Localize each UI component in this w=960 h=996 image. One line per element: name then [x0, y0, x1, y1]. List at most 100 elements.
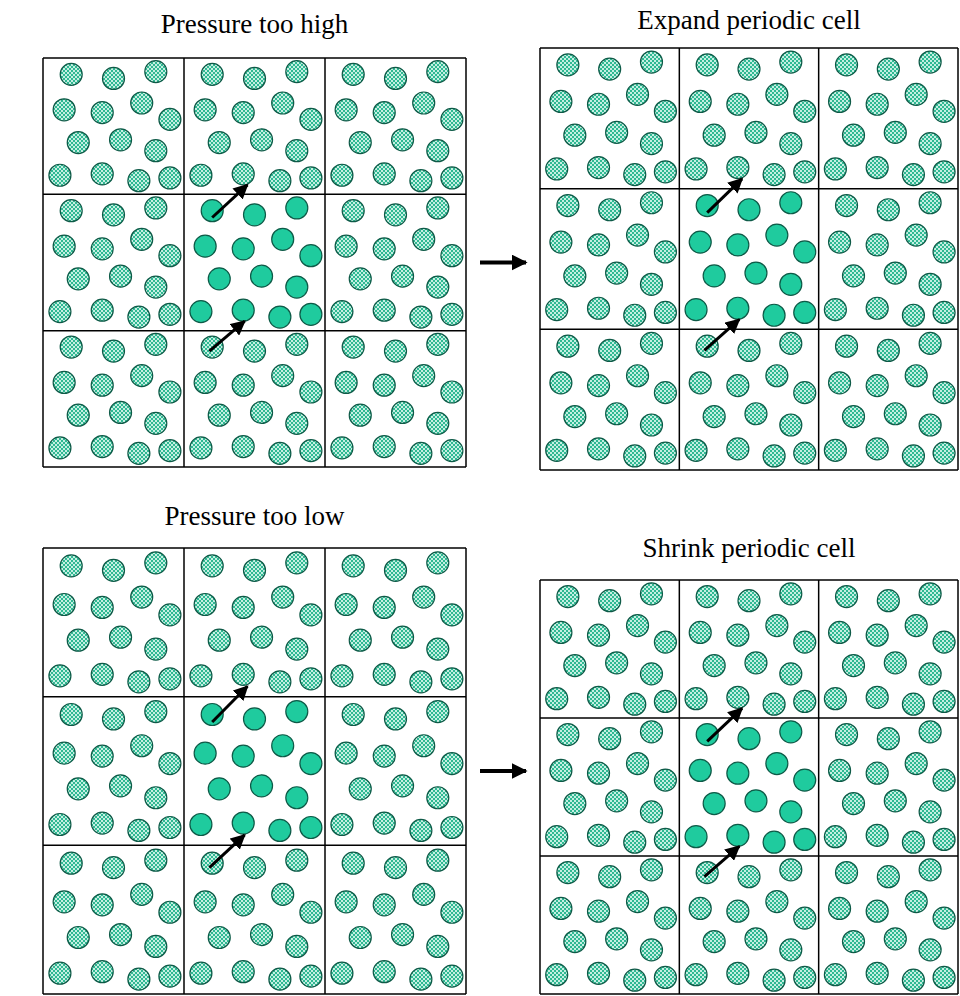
image-atom	[919, 273, 941, 295]
image-atom	[300, 965, 322, 987]
image-atom	[91, 894, 113, 916]
image-atom	[766, 891, 788, 913]
atom	[794, 241, 816, 263]
panel-title: Pressure too low	[43, 500, 466, 532]
image-atom	[145, 638, 167, 660]
image-atom	[159, 440, 181, 462]
image-atom	[836, 54, 858, 76]
atom	[794, 301, 816, 323]
cell-boundary	[679, 48, 681, 470]
image-atom	[919, 583, 941, 605]
cell-boundary	[324, 58, 326, 467]
image-atom	[550, 231, 572, 253]
image-atom	[349, 629, 371, 651]
image-atom	[843, 124, 865, 146]
periodic-grid	[43, 548, 466, 994]
image-atom	[654, 690, 676, 712]
atom	[300, 303, 322, 325]
image-atom	[103, 708, 125, 730]
image-atom	[159, 753, 181, 775]
image-atom	[342, 336, 364, 358]
image-atom	[696, 586, 718, 608]
image-atom	[933, 828, 955, 850]
image-atom	[385, 559, 407, 581]
image-atom	[624, 164, 646, 186]
image-atom	[546, 826, 568, 848]
image-atom	[232, 436, 254, 458]
image-atom	[829, 231, 851, 253]
image-atom	[933, 442, 955, 464]
image-atom	[413, 883, 435, 905]
image-atom	[331, 665, 353, 687]
image-atom	[272, 365, 294, 387]
image-atom	[49, 301, 71, 323]
image-atom	[763, 445, 785, 467]
atom	[286, 787, 308, 809]
image-atom	[564, 793, 586, 815]
image-atom	[640, 332, 662, 354]
image-atom	[373, 299, 395, 321]
image-atom	[413, 228, 435, 250]
image-atom	[884, 403, 906, 425]
image-atom	[905, 224, 927, 246]
atom	[738, 728, 760, 750]
image-atom	[794, 966, 816, 988]
image-atom	[727, 375, 749, 397]
cell-boundary	[43, 845, 466, 847]
image-atom	[251, 626, 273, 648]
image-atom	[128, 819, 150, 841]
atom	[190, 814, 212, 836]
image-atom	[780, 859, 802, 881]
image-atom	[599, 339, 621, 361]
image-atom	[905, 891, 927, 913]
image-atom	[194, 371, 216, 393]
image-atom	[627, 83, 649, 105]
image-atom	[905, 615, 927, 637]
image-atom	[564, 406, 586, 428]
cell-boundary	[540, 993, 958, 995]
image-atom	[300, 668, 322, 690]
image-atom	[933, 161, 955, 183]
image-atom	[441, 816, 463, 838]
image-atom	[933, 690, 955, 712]
image-atom	[588, 686, 610, 708]
cell-boundary	[42, 548, 44, 994]
image-atom	[843, 655, 865, 677]
image-atom	[128, 671, 150, 693]
image-atom	[884, 652, 906, 674]
image-atom	[342, 852, 364, 874]
image-atom	[696, 54, 718, 76]
image-atom	[919, 133, 941, 155]
image-atom	[689, 621, 711, 643]
image-atom	[627, 615, 649, 637]
image-atom	[441, 245, 463, 267]
image-atom	[866, 686, 888, 708]
image-atom	[902, 445, 924, 467]
image-atom	[546, 688, 568, 710]
cell-boundary	[43, 547, 466, 549]
image-atom	[103, 204, 125, 226]
image-atom	[103, 67, 125, 89]
atom	[689, 231, 711, 253]
image-atom	[159, 108, 181, 130]
image-atom	[342, 63, 364, 85]
image-atom	[145, 412, 167, 434]
image-atom	[703, 124, 725, 146]
image-atom	[67, 629, 89, 651]
image-atom	[349, 927, 371, 949]
image-atom	[919, 721, 941, 743]
image-atom	[546, 299, 568, 321]
image-atom	[933, 631, 955, 653]
atom	[766, 224, 788, 246]
image-atom	[91, 436, 113, 458]
image-atom	[392, 626, 414, 648]
atom	[766, 753, 788, 775]
image-atom	[685, 158, 707, 180]
image-atom	[654, 100, 676, 122]
image-atom	[557, 862, 579, 884]
image-atom	[564, 655, 586, 677]
image-atom	[640, 51, 662, 73]
image-atom	[331, 814, 353, 836]
image-atom	[624, 304, 646, 326]
